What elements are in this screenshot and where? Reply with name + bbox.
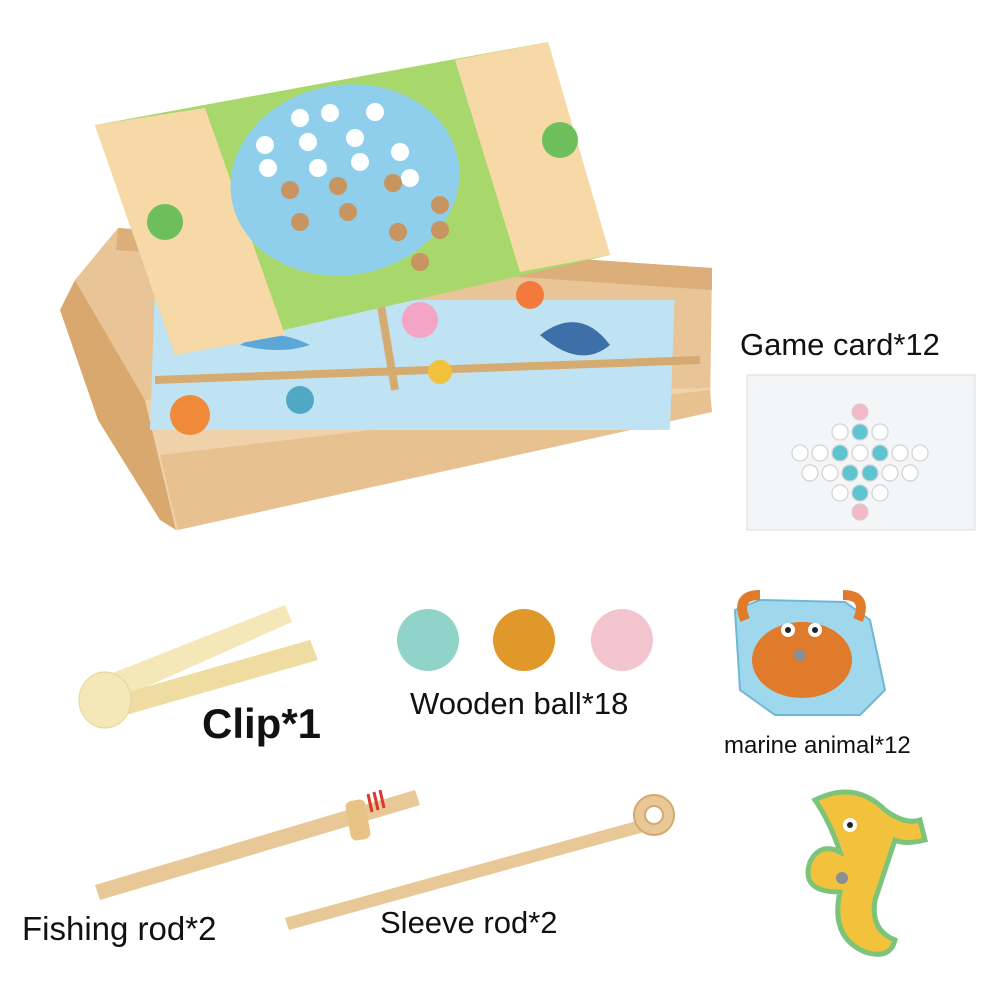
crab-card xyxy=(733,590,887,716)
wooden-ball-label: Wooden ball*18 xyxy=(410,686,629,721)
marine-animal-label: marine animal*12 xyxy=(724,732,911,759)
clip-tongs xyxy=(78,605,318,729)
wooden-balls xyxy=(397,609,653,671)
game-card xyxy=(746,374,976,531)
sleeve-rod-label: Sleeve rod*2 xyxy=(380,905,558,940)
sleeve-rod xyxy=(285,794,675,930)
fishing-rod-label: Fishing rod*2 xyxy=(22,910,217,947)
game-card-label: Game card*12 xyxy=(740,327,940,362)
game-board xyxy=(95,42,610,355)
fishing-rod xyxy=(95,789,420,900)
seahorse-card xyxy=(805,789,929,957)
clip-label: Clip*1 xyxy=(202,700,322,747)
